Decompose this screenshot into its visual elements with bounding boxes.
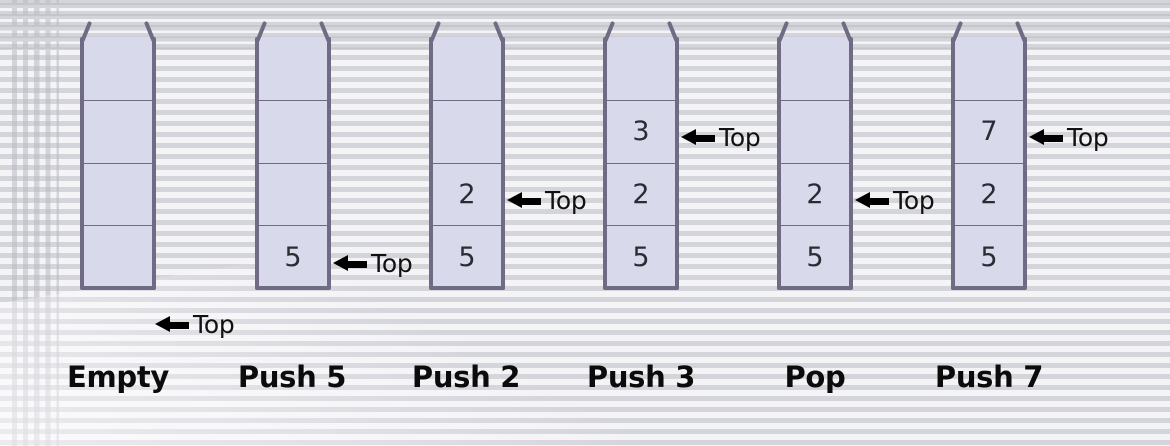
top-label: Top: [193, 310, 235, 339]
stack-cell-empty: [433, 37, 501, 100]
top-label: Top: [1067, 123, 1109, 152]
top-label: Top: [893, 186, 935, 215]
arrow-left-icon: [1029, 129, 1063, 146]
stack-cell-empty: [259, 37, 327, 100]
stack-cell-empty: [84, 162, 152, 226]
stack-cell-empty: [259, 99, 327, 163]
operation-label: Push 7: [934, 360, 1044, 394]
operation-label: Push 3: [586, 360, 696, 394]
top-pointer: Top: [155, 310, 235, 339]
arrow-left-icon: [681, 129, 715, 146]
stack-cell-filled: 5: [433, 225, 501, 288]
arrow-left-icon: [855, 192, 889, 209]
stack-cell-empty: [955, 37, 1023, 100]
stack-cell-filled: 5: [607, 225, 675, 288]
operation-label: Empty: [66, 360, 170, 394]
stack-cell-filled: 2: [955, 162, 1023, 226]
stack-cell-empty: [781, 99, 849, 163]
operation-label: Push 5: [237, 360, 347, 394]
top-pointer: Top: [855, 186, 935, 215]
stack-cell-filled: 2: [433, 162, 501, 226]
top-pointer: Top: [1029, 123, 1109, 152]
top-pointer: Top: [681, 123, 761, 152]
stack-cell-filled: 3: [607, 99, 675, 163]
top-pointer: Top: [333, 249, 413, 278]
stack-cell-empty: [433, 99, 501, 163]
top-label: Top: [545, 186, 587, 215]
top-label: Top: [371, 249, 413, 278]
stack-cell-filled: 2: [781, 162, 849, 226]
stack-cell-filled: 5: [781, 225, 849, 288]
stack-cell-empty: [607, 37, 675, 100]
top-pointer: Top: [507, 186, 587, 215]
arrow-left-icon: [333, 255, 367, 272]
stack-cell-empty: [84, 37, 152, 100]
stack-cell-filled: 5: [259, 225, 327, 288]
stack-cell-empty: [84, 99, 152, 163]
top-label: Top: [719, 123, 761, 152]
stack-cell-empty: [259, 162, 327, 226]
arrow-left-icon: [155, 316, 189, 333]
arrow-left-icon: [507, 192, 541, 209]
stack-cell-empty: [84, 225, 152, 288]
operation-label: Push 2: [411, 360, 521, 394]
operation-label: Pop: [784, 360, 846, 394]
stack-cell-empty: [781, 37, 849, 100]
stack-tube: [80, 20, 156, 290]
stack-cell-filled: 5: [955, 225, 1023, 288]
stack-cell-filled: 2: [607, 162, 675, 226]
stack-cell-filled: 7: [955, 99, 1023, 163]
stack-tube: 5: [255, 20, 331, 290]
